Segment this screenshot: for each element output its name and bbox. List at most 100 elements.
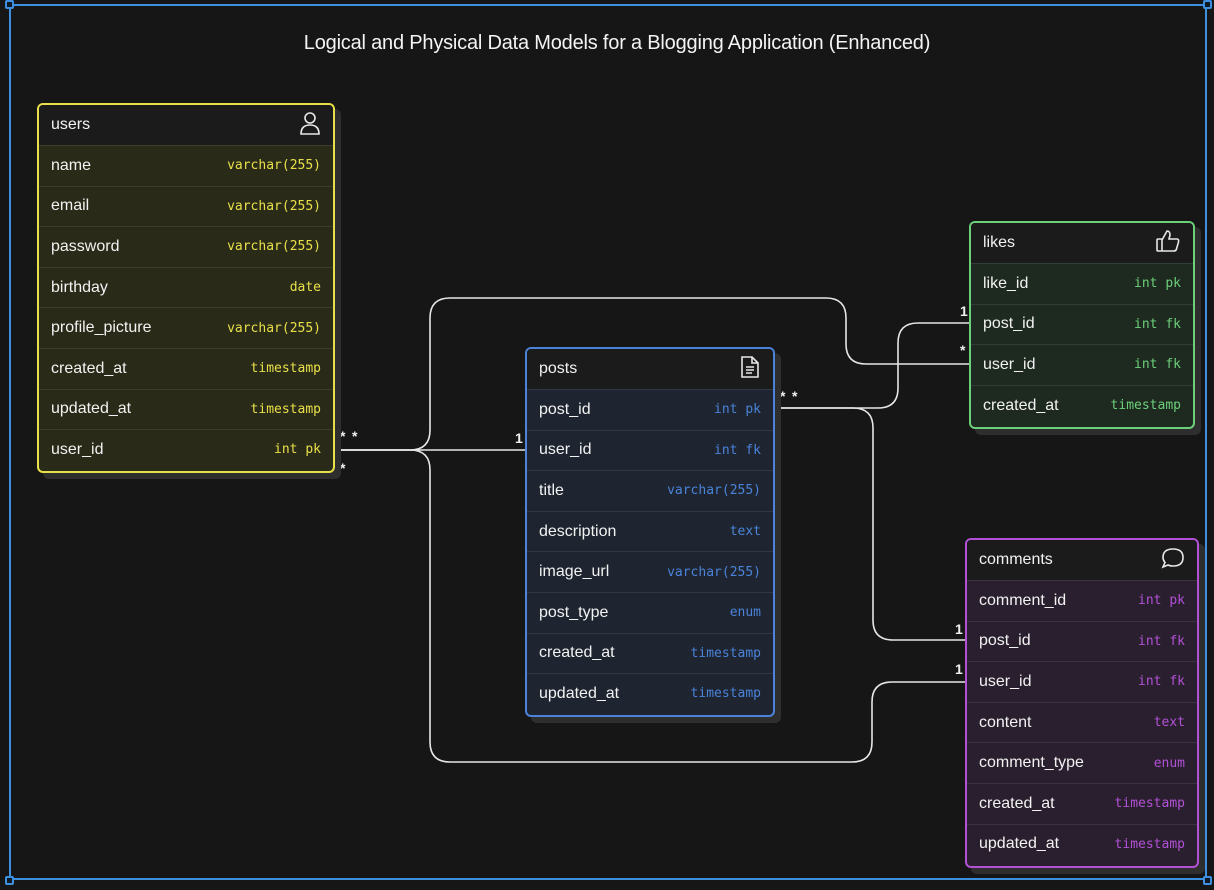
link-posts-comments — [772, 407, 968, 641]
entity-header: likes — [971, 223, 1193, 263]
field-row-description[interactable]: description text — [527, 510, 773, 552]
field-row-post-id[interactable]: post_id int pk — [527, 389, 773, 430]
field-name: created_at — [983, 396, 1059, 414]
field-type: int pk — [1134, 276, 1181, 292]
resize-handle-top-left[interactable] — [5, 0, 14, 9]
field-name: user_id — [979, 672, 1032, 690]
field-name: updated_at — [979, 835, 1060, 853]
field-name: updated_at — [539, 684, 620, 702]
field-row-updated-at[interactable]: updated_at timestamp — [967, 823, 1197, 865]
field-name: password — [51, 237, 120, 255]
cardinality-label: * — [340, 460, 346, 476]
field-name: comment_type — [979, 754, 1084, 772]
entity-title: comments — [979, 551, 1053, 568]
field-row-birthday[interactable]: birthday date — [39, 266, 333, 308]
field-row-title[interactable]: title varchar(255) — [527, 470, 773, 511]
cardinality-label: * — [780, 388, 786, 404]
field-type: int pk — [1138, 593, 1185, 609]
field-type: timestamp — [1114, 836, 1185, 852]
field-name: name — [51, 156, 92, 174]
field-type: int pk — [714, 402, 761, 418]
field-name: comment_id — [979, 591, 1067, 609]
field-name: post_id — [979, 632, 1031, 650]
speech-bubble-icon — [1161, 546, 1185, 575]
field-row-updated-at[interactable]: updated_at timestamp — [527, 673, 773, 714]
field-type: int fk — [1138, 674, 1185, 690]
field-row-created-at[interactable]: created_at timestamp — [967, 782, 1197, 824]
field-type: timestamp — [690, 645, 761, 661]
field-row-created-at[interactable]: created_at timestamp — [971, 384, 1193, 426]
document-icon — [739, 355, 761, 384]
thumbs-up-icon — [1155, 228, 1181, 259]
user-icon — [299, 111, 321, 140]
field-type: varchar(255) — [227, 198, 321, 214]
link-posts-likes — [772, 322, 972, 409]
field-name: title — [539, 481, 564, 499]
field-type: int fk — [1138, 633, 1185, 649]
field-row-created-at[interactable]: created_at timestamp — [527, 632, 773, 674]
field-type: date — [289, 280, 321, 296]
field-type: timestamp — [1114, 796, 1185, 812]
field-type: enum — [1153, 755, 1185, 771]
field-type: varchar(255) — [227, 320, 321, 336]
entity-title: posts — [539, 360, 578, 377]
entity-title: users — [51, 116, 91, 133]
cardinality-label: * — [340, 428, 346, 444]
resize-handle-bottom-right[interactable] — [1203, 876, 1212, 885]
field-name: birthday — [51, 278, 108, 296]
field-name: like_id — [983, 274, 1029, 292]
field-name: image_url — [539, 563, 610, 581]
cardinality-label: * — [792, 388, 798, 404]
entity-header: comments — [967, 540, 1197, 580]
diagram-title: Logical and Physical Data Models for a B… — [303, 32, 931, 54]
field-type: int fk — [1134, 357, 1181, 373]
field-row-user-id[interactable]: user_id int fk — [967, 661, 1197, 702]
field-type: text — [729, 524, 761, 540]
resize-handle-top-right[interactable] — [1203, 0, 1212, 9]
field-type: varchar(255) — [667, 483, 761, 499]
field-name: created_at — [539, 644, 615, 662]
diagram-frame — [9, 4, 1207, 880]
field-row-comment-type[interactable]: comment_type enum — [967, 742, 1197, 783]
field-name: updated_at — [51, 400, 132, 418]
field-name: user_id — [983, 355, 1036, 373]
field-row-profile-picture[interactable]: profile_picture varchar(255) — [39, 307, 333, 348]
field-name: post_id — [539, 400, 591, 418]
field-name: created_at — [979, 794, 1055, 812]
field-type: int pk — [274, 442, 321, 458]
field-type: text — [1153, 715, 1185, 731]
field-type: varchar(255) — [667, 564, 761, 580]
resize-handle-bottom-left[interactable] — [5, 876, 14, 885]
entity-header: users — [39, 105, 333, 145]
field-row-comment-id[interactable]: comment_id int pk — [967, 580, 1197, 621]
field-type: int fk — [714, 442, 761, 458]
field-type: timestamp — [1110, 398, 1181, 414]
field-type: timestamp — [690, 686, 761, 702]
field-name: post_id — [983, 315, 1035, 333]
field-row-image-url[interactable]: image_url varchar(255) — [527, 551, 773, 592]
field-name: description — [539, 522, 617, 540]
field-name: profile_picture — [51, 319, 152, 337]
field-type: enum — [729, 605, 761, 621]
link-users-likes — [328, 297, 972, 451]
field-row-like-id[interactable]: like_id int pk — [971, 263, 1193, 304]
link-users-comments — [328, 449, 968, 763]
cardinality-label: 1 — [960, 303, 968, 319]
field-row-post-id[interactable]: post_id int fk — [967, 620, 1197, 662]
field-row-user-id[interactable]: user_id int fk — [971, 344, 1193, 385]
